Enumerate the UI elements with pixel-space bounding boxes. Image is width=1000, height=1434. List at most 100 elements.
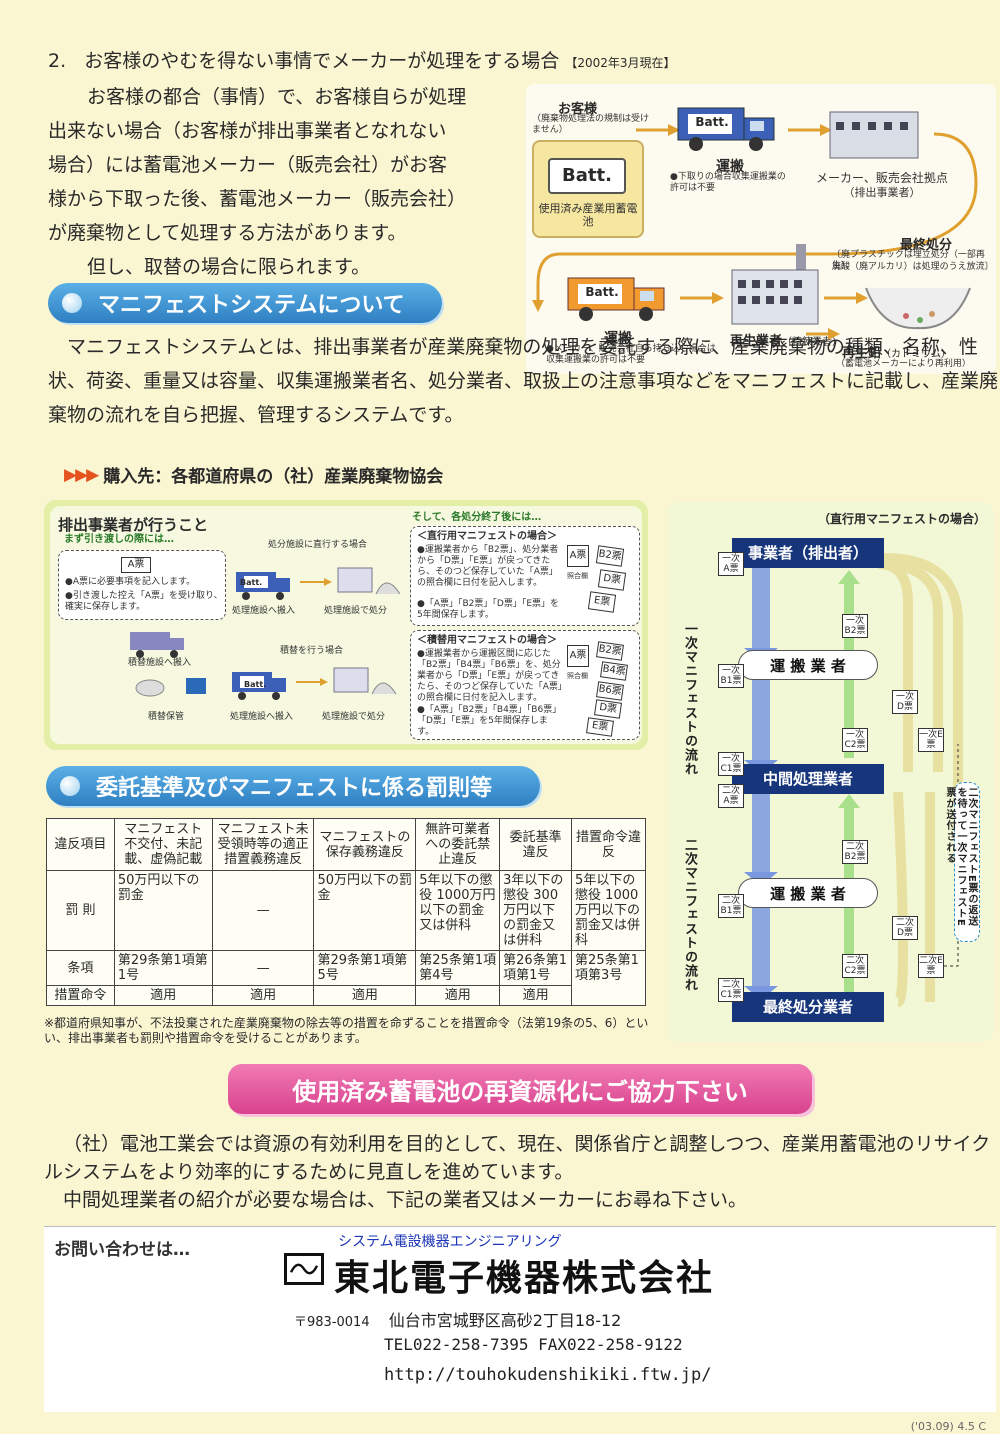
table-header: 委託基準違反 [499, 818, 573, 871]
final-note-1: 〔廃プラスチックは埋立処分（一部再生）、 [832, 250, 985, 271]
contact-label: お問い合わせは… [54, 1240, 190, 1260]
slip-2c1: 二次C1票 [718, 978, 744, 1002]
triple-arrow-icon: ▶▶▶ [64, 464, 99, 485]
table-header: 措置命令違反 [571, 818, 646, 871]
section-number: 2. [48, 50, 67, 72]
after-label: そして、各処分終了後には… [412, 512, 542, 523]
slip-1b2: 一次B2票 [842, 614, 868, 638]
slip-2c2: 二次C2票 [842, 954, 868, 978]
node-intermediate: 中間処理業者 [732, 764, 884, 794]
recycling-banner: 使用済み蓄電池の再資源化にご協力下さい [228, 1064, 812, 1114]
manifest-flow-diagram: （直行用マニフェストの場合） 事業者（排出者） 運 搬 業 者 中間処理業者 運… [668, 502, 994, 1042]
ticket-d: D票 [594, 699, 622, 719]
manifest-paragraph: マニフェストシステムとは、排出事業者が産業廃棄物の処理を委託する際に、産業廃棄物… [48, 336, 999, 426]
row-label: 罰 則 [46, 870, 115, 951]
ticket-e: E票 [587, 591, 617, 613]
slip-2b1: 二次B1票 [718, 894, 744, 918]
section-heading: 2. お客様のやむを得ない事情でメーカーが処理をする場合 【2002年3月現在】 [48, 46, 676, 73]
transfer-manifest-box: ＜積替用マニフェストの場合＞ ●運搬業者から運搬区間に応じた「B2票」「B4票」… [410, 630, 640, 740]
ticket-a: A票 [121, 557, 151, 573]
maker-label: メーカー、販売会社拠点 [816, 171, 948, 185]
factory-icon [731, 244, 819, 325]
first-bullet-2: ●引き渡した控え「A票」を受け取り、確実に保存します。 [65, 591, 223, 612]
bullet-dot-icon [62, 293, 82, 313]
transfer-title: ＜積替用マニフェストの場合＞ [417, 635, 557, 646]
table-header: 違反項目 [46, 818, 115, 871]
closing-p2: 中間処理業者の紹介が必要な場合は、下記の業者又はメーカーにお尋ね下さい。 [63, 1189, 748, 1211]
direct-route-illustration [236, 567, 401, 600]
arrow-right-icon [788, 124, 832, 136]
ticket-b2: B2票 [595, 545, 625, 567]
emitter-process-box: 排出事業者が行うこと まず引き渡しの際には… A票 ●A票に必要事項を記入します… [44, 500, 648, 750]
transfer-route-illustration [130, 632, 397, 700]
slip-2b2: 二次B2票 [842, 840, 868, 864]
slip-1e: 一次E票 [918, 728, 944, 752]
ticket-d: D票 [597, 569, 627, 591]
contact-box: お問い合わせは… システム電設機器エンジニアリング 東北電子機器株式会社 〒98… [44, 1226, 996, 1412]
customer-title: お客様 [558, 102, 598, 117]
customer-note: （廃棄物処理法の規制は受けません） [532, 114, 650, 135]
node-emitter: 事業者（排出者） [732, 538, 884, 568]
arrow-right-icon [680, 292, 724, 304]
row-label: 措置命令 [46, 985, 115, 1006]
table-cell: 適用 [313, 985, 417, 1006]
transport-label: 運搬 [716, 159, 744, 175]
bullet-dot-icon [60, 776, 80, 796]
lead-note: （蓄電池メーカーにより再利用） [836, 359, 971, 369]
maker-sub: （排出事業者） [843, 186, 921, 199]
truck-batt-label: Batt. [695, 115, 729, 129]
lead-label: 再生鉛（カドミウム） [842, 346, 952, 361]
table-cell: 適用 [415, 985, 501, 1006]
truck-icon [677, 107, 775, 151]
node-transporter-1: 運 搬 業 者 [738, 650, 878, 680]
para-line: 但し、取替の場合に限られます。 [87, 256, 371, 278]
transfer-bullet-2: ●「A票」「B2票」「B4票」「B6票」「D票」「E票」を5年間保存します。 [417, 705, 562, 737]
table-cell: — [211, 870, 315, 951]
street-address: 仙台市宮城野区高砂2丁目18-12 [388, 1311, 622, 1330]
arrow-right-icon [806, 328, 840, 340]
table-cell: 3年以下の懲役 300万円以下の罰金又は併科 [499, 870, 573, 951]
postal-code: 〒983-0014 [294, 1315, 370, 1330]
table-header: マニフェスト未受領時等の適正措置義務違反 [211, 818, 315, 871]
battery-caption: 使用済み産業用蓄電池 [538, 202, 638, 228]
direct-bullet-1: ●運搬業者から「B2票」、処分業者から「D票」「E票」が戻ってきたら、そのつど保… [417, 545, 559, 588]
slip-1a: 一次A票 [718, 552, 744, 576]
table-header: マニフェスト不交付、未記載、虚偽記載 [113, 818, 213, 871]
table-cell: 5年以下の懲役 1000万円以下の罰金又は併科 [415, 870, 501, 951]
slip-1c2: 一次C2票 [842, 728, 868, 752]
slip-2d: 二次D票 [892, 916, 918, 940]
ticket-a: A票 [567, 645, 589, 667]
collate-label: 照合欄 [567, 572, 588, 580]
table-cell: 適用 [113, 985, 213, 1006]
direct-title: ＜直行用マニフェストの場合＞ [417, 531, 557, 542]
ticket-b4: B4票 [600, 661, 628, 681]
penalty-heading: 委託基準及びマニフェストに係る罰則等 [46, 766, 540, 806]
section-date: 【2002年3月現在】 [565, 56, 676, 70]
table-cell: 5年以下の懲役 1000万円以下の罰金又は併科 [571, 870, 646, 951]
at-facility-label: 処理施設で処分 [324, 606, 388, 616]
table-row: 違反項目 マニフェスト不交付、未記載、虚偽記載 マニフェスト未受領時等の適正措置… [46, 818, 646, 871]
company-url-link[interactable]: http://touhokudenshikiki.ftw.jp/ [384, 1365, 712, 1385]
direct-bullet-2: ●「A票」「B2票」「D票」「E票」を5年間保存します。 [417, 599, 560, 620]
para-line: お客様の都合（事情）で、お客様自らが処理 [87, 86, 467, 108]
section-paragraph: お客様の都合（事情）で、お客様自らが処理 出来ない場合（お客様が排出事業者となれ… [48, 80, 518, 284]
recycler-label: 再生業者（精錬業者） [730, 334, 843, 349]
first-bullet-1: ●A票に必要事項を記入します。 [65, 577, 196, 587]
battery-icon: Batt. [548, 158, 626, 194]
landfill-icon [865, 287, 971, 330]
company-logo-icon [284, 1253, 324, 1285]
ticket-b6: B6票 [596, 681, 624, 701]
transport2-label: 運搬 [604, 331, 632, 347]
storage-label: 積替保管 [148, 712, 185, 722]
table-row: 罰 則 50万円以下の罰金 — 50万円以下の罰金 5年以下の懲役 1000万円… [46, 870, 646, 951]
building-icon [829, 111, 919, 159]
truck-icon [567, 277, 665, 321]
table-cell: 第26条第1項第1号 [499, 950, 573, 986]
table-row: 措置命令 適用 適用 適用 適用 適用 [46, 985, 646, 1006]
table-cell: 50万円以下の罰金 [313, 870, 417, 951]
slip-2e: 二次E票 [918, 954, 944, 978]
final-note-2: 廃酸（廃アルカリ）は処理のうえ放流〕 [832, 262, 994, 272]
direct-manifest-box: ＜直行用マニフェストの場合＞ ●運搬業者から「B2票」、処分業者から「D票」「E… [410, 526, 640, 626]
transport-note: ●下取りの場合収集運搬業の許可は不要 [670, 172, 786, 193]
table-header: マニフェストの保存義務違反 [313, 818, 417, 871]
